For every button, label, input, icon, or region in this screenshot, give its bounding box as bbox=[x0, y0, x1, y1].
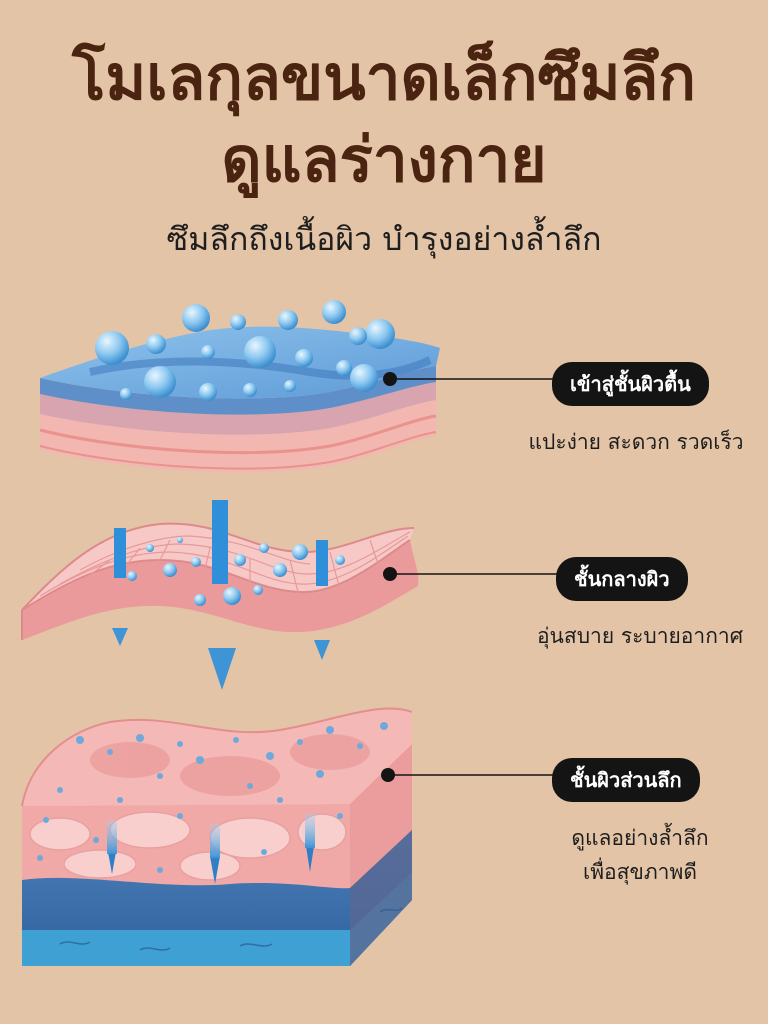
layer-label-deep: ชั้นผิวส่วนลึก bbox=[552, 758, 700, 802]
layer-desc-middle: อุ่นสบาย ระบายอากาศ bbox=[536, 624, 744, 648]
down-arrows bbox=[112, 628, 330, 690]
shallow-layer-art bbox=[39, 326, 440, 473]
layer-label-middle: ชั้นกลางผิว bbox=[556, 557, 688, 601]
middle-layer-drops bbox=[114, 500, 345, 606]
callout-connectors bbox=[381, 372, 560, 782]
layer-desc-deep-line-2: เพื่อสุขภาพดี bbox=[583, 860, 697, 884]
page-subtitle: ซึมลึกถึงเนื้อผิว บำรุงอย่างล้ำลึก bbox=[166, 220, 602, 258]
page-title-line-2: ดูแลร่างกาย bbox=[221, 123, 547, 196]
page-title: โมเลกุลขนาดเล็กซึมลึก bbox=[72, 41, 696, 114]
shallow-layer-bubbles bbox=[95, 300, 395, 401]
layer-desc-shallow: แปะง่าย สะดวก รวดเร็ว bbox=[528, 430, 744, 454]
deep-layer-art bbox=[21, 707, 413, 966]
layer-desc-deep-line-1: ดูแลอย่างล้ำลึก bbox=[571, 826, 709, 850]
layer-label-shallow: เข้าสู่ชั้นผิวตื้น bbox=[552, 362, 709, 406]
